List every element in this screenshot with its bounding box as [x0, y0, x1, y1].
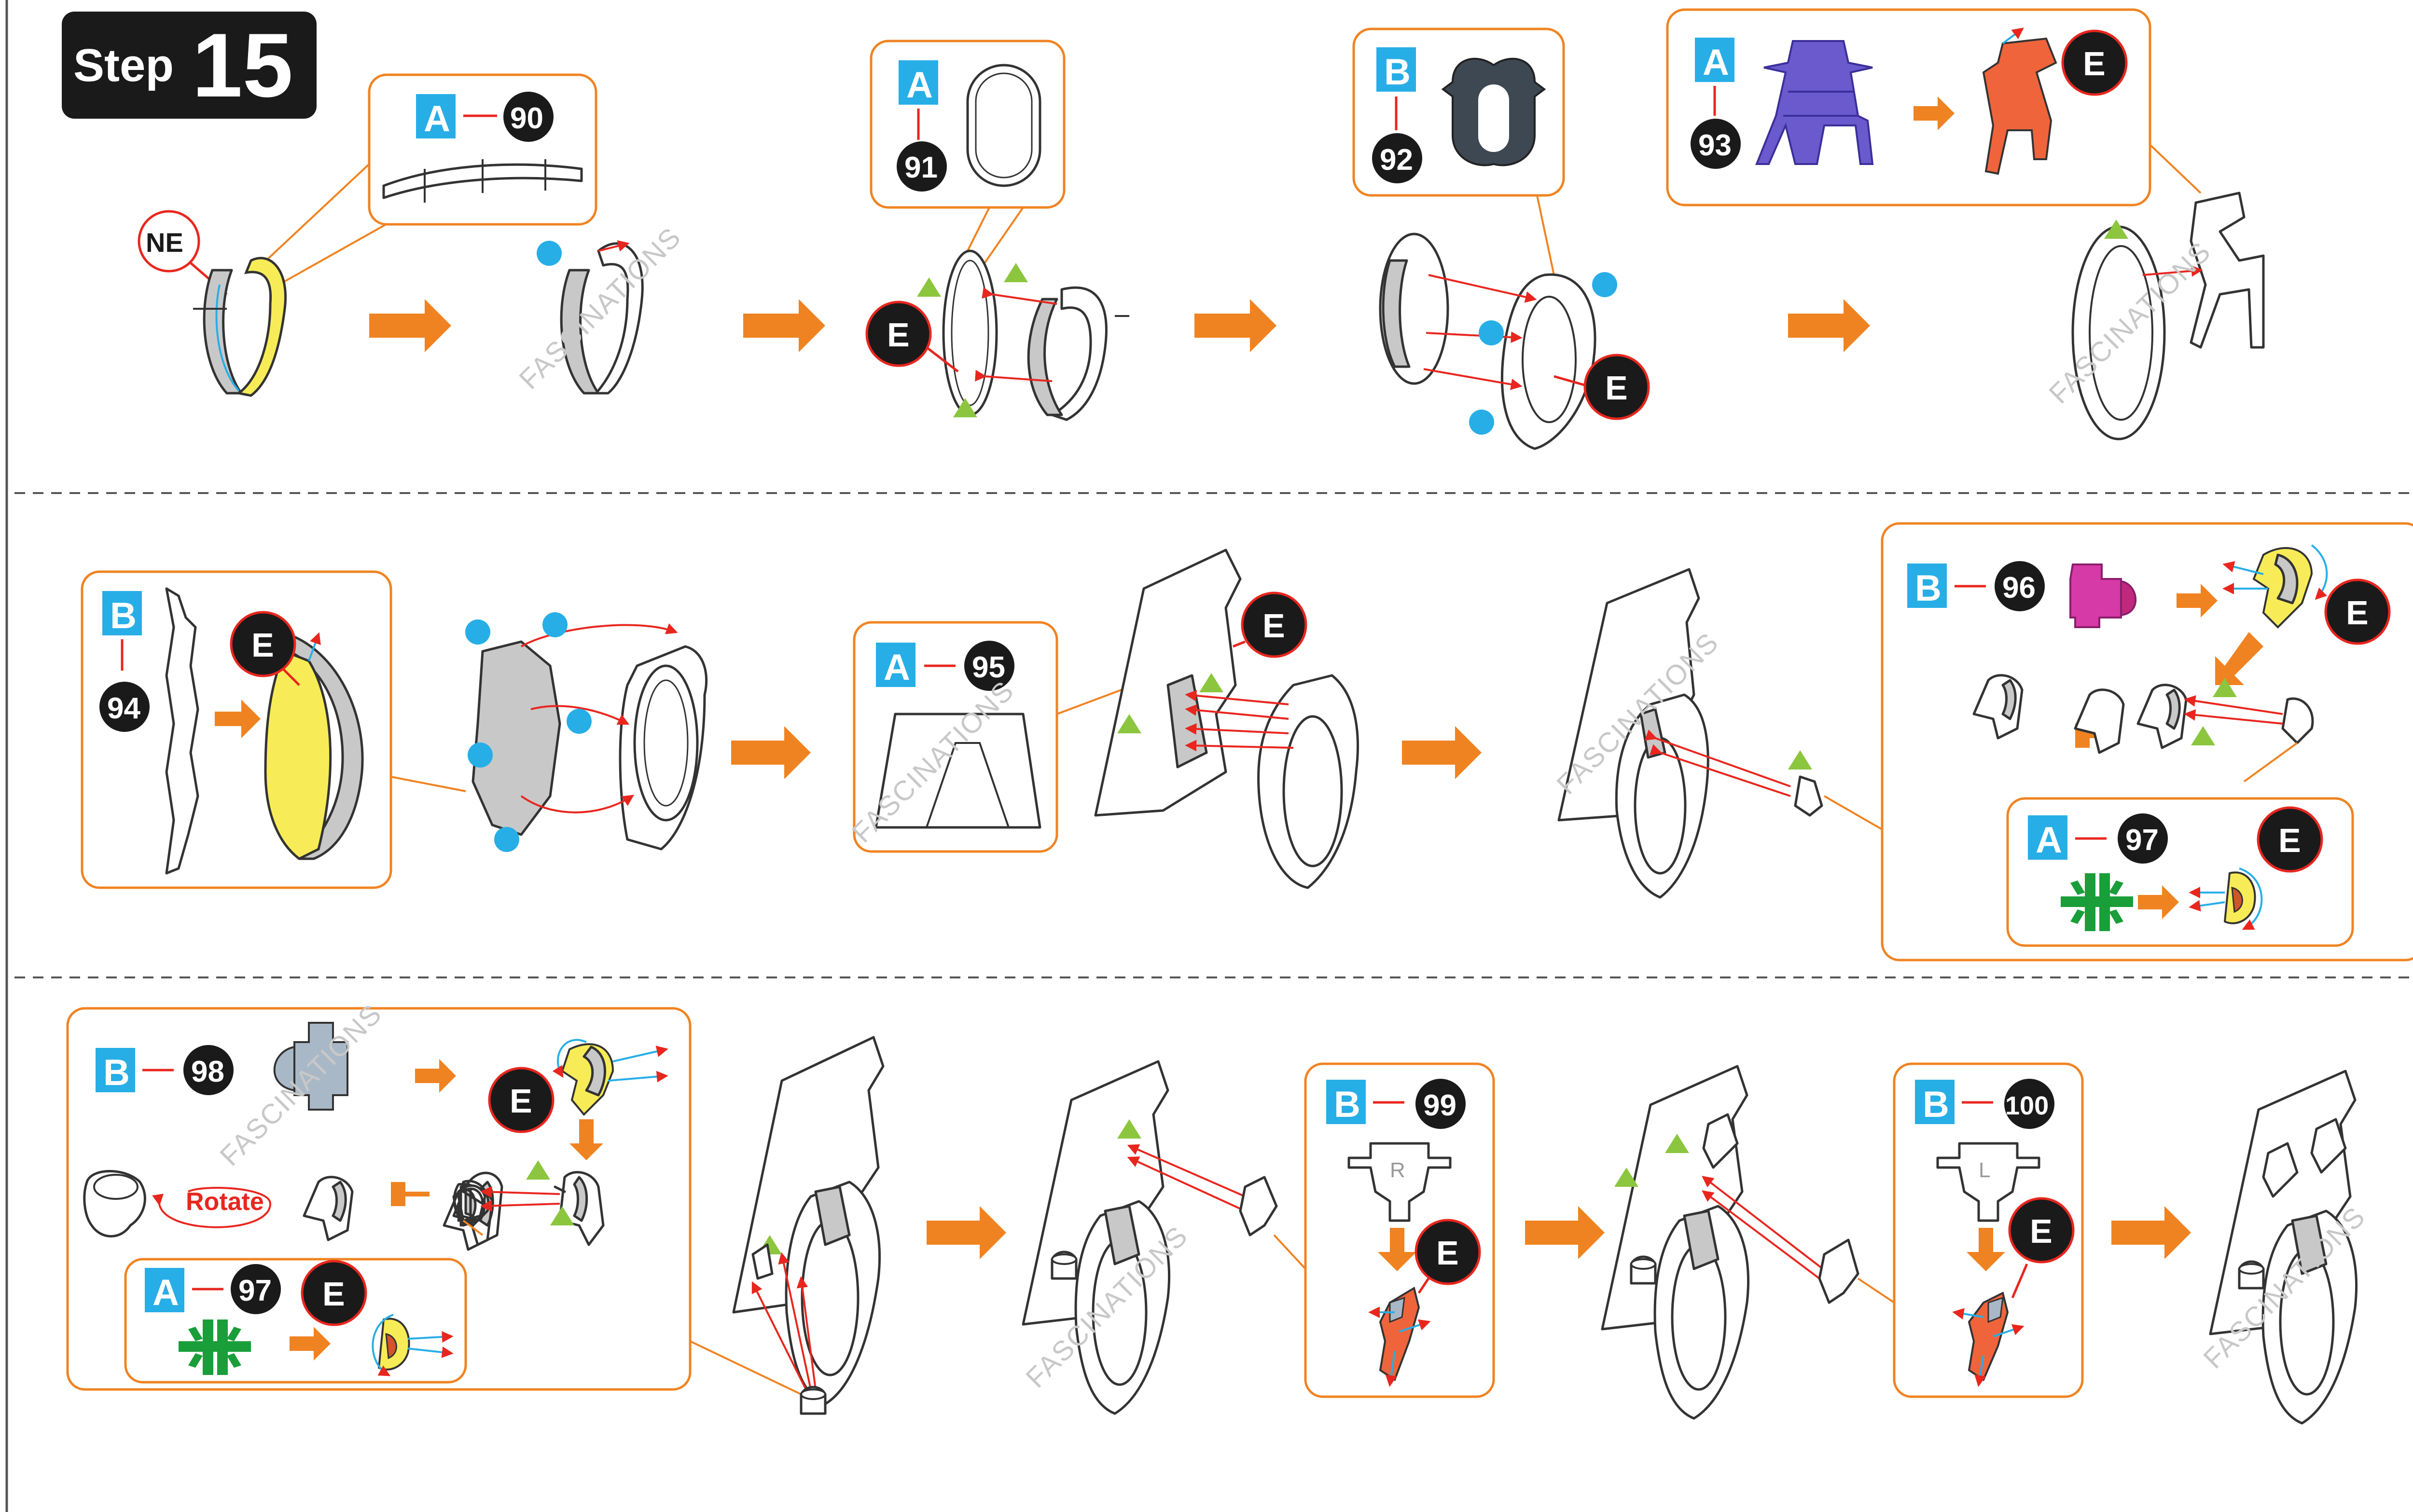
part-95-sheet: A	[884, 647, 910, 688]
step-arrow	[1194, 299, 1276, 352]
plate-assembly-1	[1094, 549, 1359, 889]
step-word: Step	[73, 40, 174, 91]
part-91-number: 91	[904, 151, 938, 184]
connector-e: E	[1553, 354, 1650, 420]
part-90-sheet: A	[424, 98, 450, 139]
callout-part-94: B 94	[81, 570, 392, 889]
connector-label: E	[2030, 1212, 2052, 1250]
step-arrow	[927, 1206, 1006, 1259]
connector-label: E	[887, 316, 910, 354]
step-arrow	[743, 299, 825, 352]
part-100-number: 100	[2005, 1091, 2049, 1120]
part-97b-sheet: A	[153, 1272, 179, 1313]
step-arrow	[731, 726, 811, 779]
connector-e: E	[2008, 1197, 2075, 1298]
step-badge: Step 15	[62, 12, 317, 119]
part-94-sheet: B	[110, 595, 137, 636]
callout-part-91: A 91	[870, 40, 1066, 209]
part-91-sheet: A	[906, 65, 933, 106]
connector-label: E	[1605, 369, 1628, 407]
part-95-number: 95	[972, 651, 1005, 684]
connector-e: E	[2324, 578, 2391, 645]
connector-label: E	[251, 626, 274, 664]
callout-part-99: B 99 R	[1304, 1062, 1495, 1398]
part-99-sheet: B	[1334, 1084, 1360, 1125]
part-92-sheet: B	[1384, 52, 1411, 93]
connector-label: E	[2346, 594, 2369, 632]
part-96-sheet: B	[1915, 568, 1941, 609]
piece-mark-l: L	[1979, 1158, 1990, 1182]
connector-e: E	[1233, 591, 1307, 658]
part-100-sheet: B	[1923, 1084, 1949, 1125]
body-assembly-1	[732, 1036, 885, 1415]
step-arrow	[2111, 1206, 2191, 1259]
connector-e: E	[865, 301, 959, 372]
part-93-number: 93	[1698, 129, 1732, 162]
ne-label: NE	[146, 227, 183, 258]
step-arrow	[1525, 1206, 1605, 1259]
part-98-sheet: B	[103, 1052, 130, 1093]
rotate-label: Rotate	[186, 1188, 264, 1216]
connector-label: E	[322, 1275, 345, 1313]
connector-label: E	[510, 1082, 532, 1120]
connector-e: E	[230, 611, 300, 686]
callout-part-90: A 90	[368, 73, 597, 226]
strip-to-frame-assembly	[465, 612, 708, 852]
callout-part-92: B 92	[1352, 27, 1565, 197]
part-92-number: 92	[1380, 143, 1413, 177]
connector-e: E	[301, 1260, 367, 1326]
step-number: 15	[192, 14, 293, 116]
callout-part-100: B 100 L	[1893, 1062, 2084, 1398]
connector-label: E	[1262, 607, 1285, 645]
callout-part-93: A 93	[1666, 8, 2151, 206]
part-96-number: 96	[2002, 571, 2036, 605]
part-93-sheet: A	[1703, 42, 1729, 83]
step-arrow	[1788, 299, 1870, 352]
part-97-sheet: A	[2036, 820, 2062, 861]
ne-strip-assembly: NE	[138, 210, 287, 397]
ring-with-frame-assembly	[2071, 192, 2265, 440]
callout-part-95: A 95	[853, 621, 1058, 853]
plate-assembly-2	[1557, 568, 1823, 899]
part-99-number: 99	[1423, 1089, 1456, 1122]
connector-label: E	[2278, 822, 2301, 859]
connector-label: E	[1436, 1234, 1459, 1272]
connector-e: E	[2061, 29, 2128, 96]
body-assembly-2	[1022, 1060, 1278, 1415]
body-assembly-3	[1601, 1065, 1859, 1420]
connector-e: E	[1415, 1219, 1481, 1294]
strip-assembly-2	[537, 240, 644, 395]
connector-label: E	[2083, 45, 2106, 82]
part-97b-number: 97	[238, 1274, 272, 1307]
part-98-number: 98	[191, 1055, 224, 1088]
body-assembly-final	[2209, 1070, 2358, 1425]
connector-e: E	[2257, 806, 2323, 873]
part-97-number: 97	[2125, 824, 2159, 857]
step-arrow	[369, 299, 451, 352]
ring-assembly-1	[917, 249, 1129, 421]
callout-part-97-b: A 97	[124, 1258, 467, 1384]
connector-e: E	[488, 1067, 555, 1133]
ring-assembly-2	[1379, 233, 1617, 450]
piece-mark-r: R	[1390, 1158, 1405, 1182]
step-arrow	[1402, 726, 1482, 779]
part-94-number: 94	[107, 692, 140, 725]
part-90-number: 90	[510, 102, 543, 135]
part-90-piece	[382, 163, 583, 199]
